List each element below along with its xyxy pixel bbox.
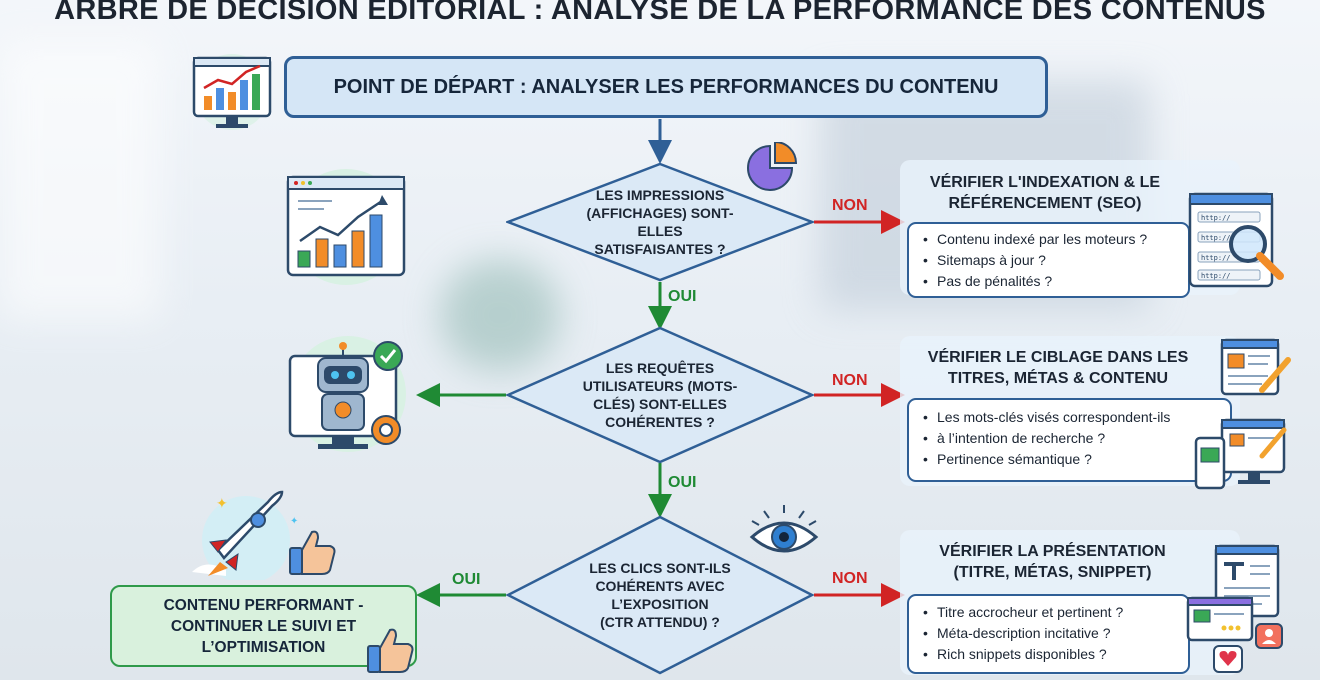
browser-search-icon: http:// http:// http:// http:// — [1186, 192, 1292, 297]
q2-line3: CLÉS) SONT-ELLES — [593, 396, 727, 412]
box1-heading: VÉRIFIER L'INDEXATION & LE RÉFÉRENCEMENT… — [900, 172, 1190, 214]
box3-item: Titre accrocheur et pertinent ? — [915, 602, 1182, 623]
final-node: CONTENU PERFORMANT - CONTINUER LE SUIVI … — [110, 585, 417, 667]
box1-heading-line2: RÉFÉRENCEMENT (SEO) — [948, 195, 1142, 212]
box2-heading-line1: VÉRIFIER LE CIBLAGE DANS LES — [927, 349, 1189, 366]
q1-line1: LES IMPRESSIONS — [595, 187, 725, 203]
url-bar-text: http:// — [1201, 214, 1231, 222]
box3-heading-line1: VÉRIFIER LA PRÉSENTATION — [939, 543, 1166, 560]
background-window — [0, 40, 160, 320]
q3-line4: (CTR ATTENDU) ? — [600, 614, 720, 630]
q2-line4: COHÉRENTES ? — [605, 414, 715, 430]
box1-heading-line1: VÉRIFIER L'INDEXATION & LE — [929, 174, 1161, 191]
svg-text:✦: ✦ — [290, 516, 298, 527]
eye-icon — [748, 503, 820, 568]
growth-chart-icon — [276, 165, 416, 292]
background-plant — [440, 260, 560, 370]
q3-yes-label: OUI — [452, 571, 481, 588]
thumbs-up-small-icon — [364, 624, 416, 680]
page-title: ARBRE DE DÉCISION ÉDITORIAL : ANALYSE DE… — [54, 0, 1266, 26]
box-indexation: Contenu indexé par les moteurs ? Sitemap… — [907, 222, 1190, 298]
box2-heading-line2: TITRES, MÉTAS & CONTENU — [947, 370, 1169, 387]
box3-item: Méta-description incitative ? — [915, 623, 1182, 644]
box3-heading: VÉRIFIER LA PRÉSENTATION (TITRE, MÉTAS, … — [915, 541, 1190, 583]
q1-line3: SATISFAISANTES ? — [594, 241, 726, 257]
decision-impressions: LES IMPRESSIONS (AFFICHAGES) SONT-ELLES … — [506, 162, 814, 282]
box1-item: Pas de pénalités ? — [915, 271, 1182, 292]
box2-heading: VÉRIFIER LE CIBLAGE DANS LES TITRES, MÉT… — [903, 347, 1213, 389]
box2-item: Les mots-clés visés correspondent-ils — [915, 407, 1224, 428]
box2-item: Pertinence sémantique ? — [915, 449, 1224, 470]
rocket-icon: ✦ ✦ — [186, 488, 310, 585]
decision-clics: LES CLICS SONT-ILS COHÉRENTS AVEC L’EXPO… — [506, 515, 814, 675]
q2-line1: LES REQUÊTES — [605, 360, 715, 376]
svg-text:✦: ✦ — [216, 496, 228, 512]
q3-no-label: NON — [832, 570, 868, 587]
robot-monitor-icon — [282, 330, 414, 463]
monitor-chart-icon — [186, 52, 278, 141]
final-line1: CONTENU PERFORMANT - — [163, 596, 364, 614]
q2-yes-label: OUI — [668, 474, 697, 491]
box1-item: Sitemaps à jour ? — [915, 250, 1182, 271]
box2-item-continued-text: à l’intention de recherche ? — [937, 430, 1106, 446]
q2-line2: UTILISATEURS (MOTS- — [582, 378, 738, 394]
q1-yes-label: OUI — [668, 288, 697, 305]
thumbs-up-icon — [286, 526, 338, 583]
box1-item: Contenu indexé par les moteurs ? — [915, 229, 1182, 250]
q1-line2: (AFFICHAGES) SONT-ELLES — [586, 205, 734, 239]
document-edit-icon — [1218, 336, 1294, 405]
pie-chart-icon — [744, 140, 804, 197]
final-line3: L’OPTIMISATION — [201, 638, 326, 656]
url-bar-text: http:// — [1201, 272, 1231, 280]
box3-heading-line2: (TITRE, MÉTAS, SNIPPET) — [953, 564, 1152, 581]
box-presentation: Titre accrocheur et pertinent ? Méta-des… — [907, 594, 1190, 674]
box2-item-continued: à l’intention de recherche ? — [915, 428, 1224, 449]
final-line2: CONTINUER LE SUIVI ET — [170, 617, 357, 635]
q3-line1: LES CLICS SONT-ILS — [589, 560, 731, 576]
snippet-card-icon — [1184, 594, 1290, 680]
url-bar-text: http:// — [1201, 254, 1231, 262]
box3-item: Rich snippets disponibles ? — [915, 644, 1182, 665]
decision-requetes: LES REQUÊTES UTILISATEURS (MOTS- CLÉS) S… — [506, 326, 814, 464]
q1-no-label: NON — [832, 197, 868, 214]
start-node: POINT DE DÉPART : ANALYSER LES PERFORMAN… — [284, 56, 1048, 118]
q2-no-label: NON — [832, 372, 868, 389]
q3-line3: L’EXPOSITION — [611, 596, 709, 612]
devices-icon — [1192, 416, 1288, 497]
q3-line2: COHÉRENTS AVEC — [595, 578, 725, 594]
box-ciblage: Les mots-clés visés correspondent-ils à … — [907, 398, 1232, 482]
url-bar-text: http:// — [1201, 234, 1231, 242]
